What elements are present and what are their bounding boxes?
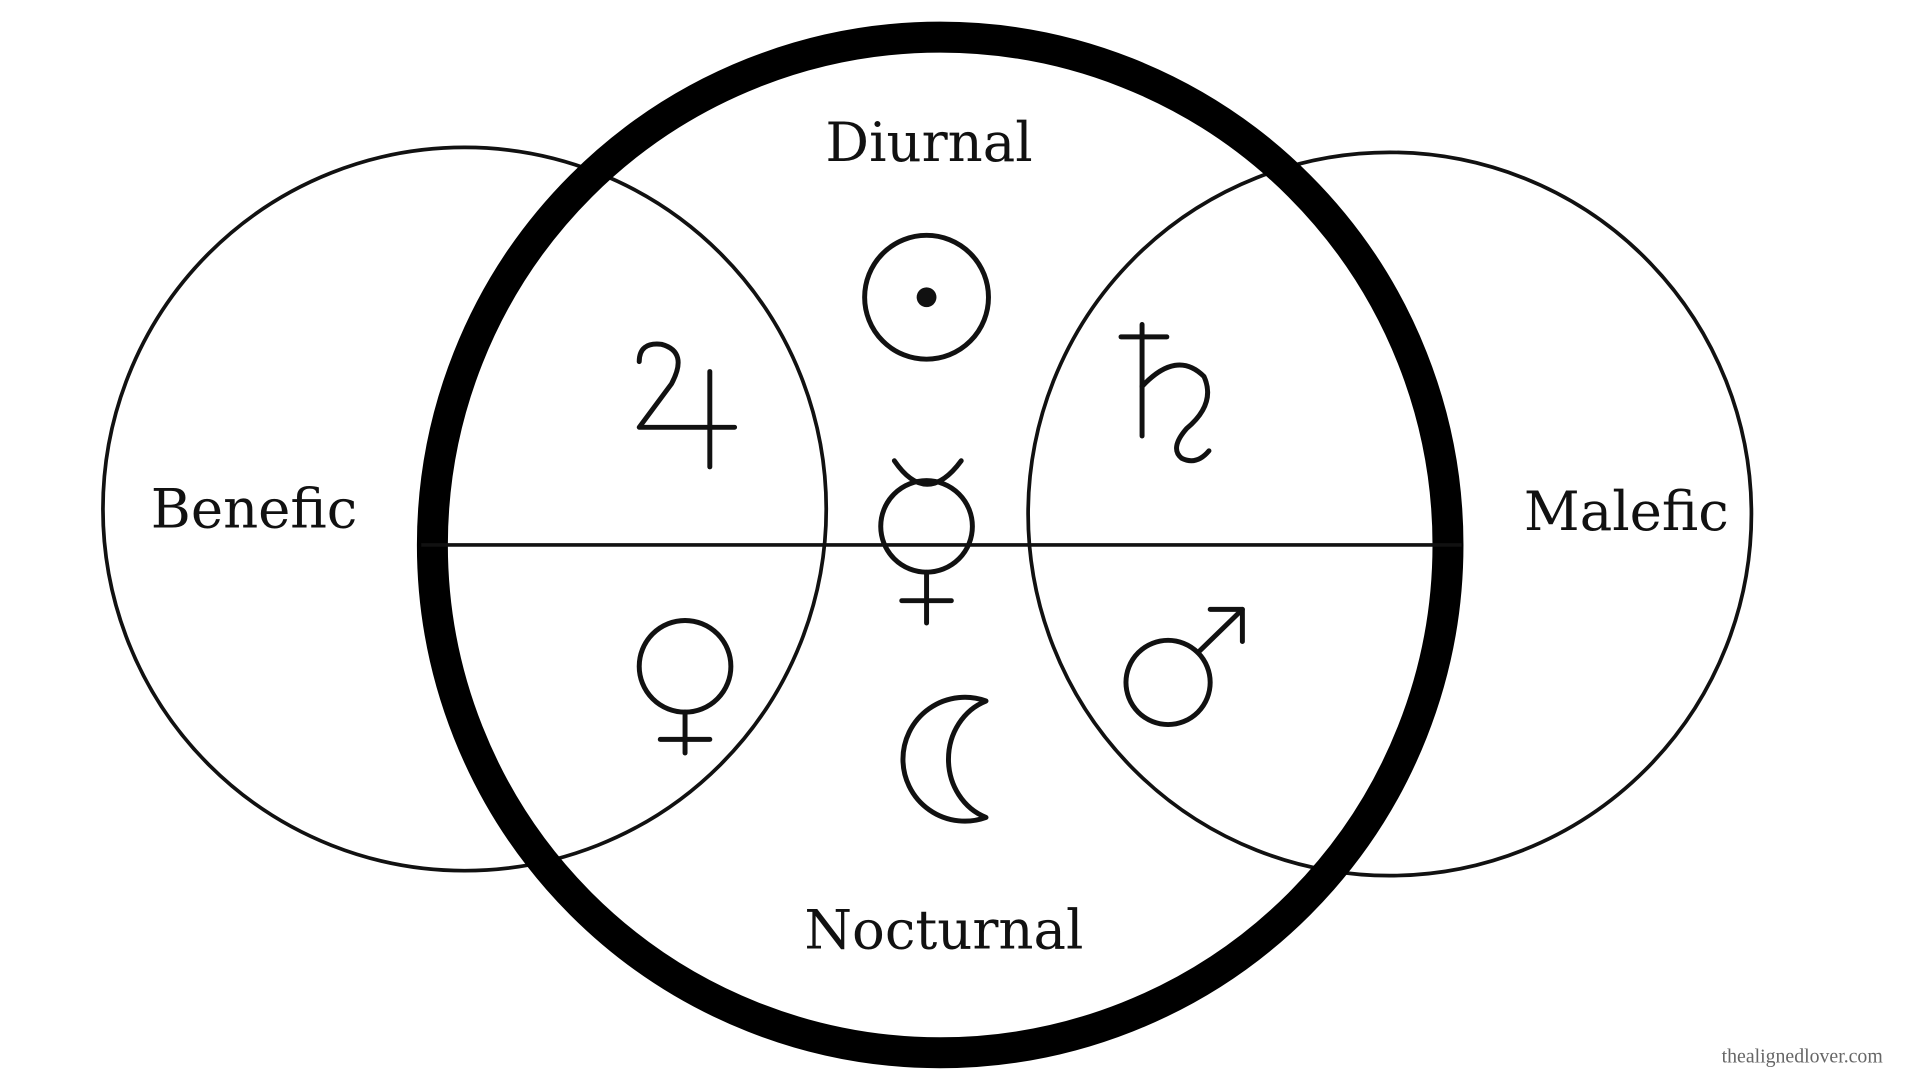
mercury-icon bbox=[878, 458, 975, 626]
venus-icon bbox=[636, 618, 734, 756]
moon-icon bbox=[900, 694, 989, 824]
jupiter-icon bbox=[636, 341, 738, 470]
saturn-icon bbox=[1118, 322, 1212, 464]
benefic-circle bbox=[101, 145, 829, 873]
benefic-label: Benefic bbox=[151, 477, 357, 541]
watermark: thealignedlover.com bbox=[1722, 1046, 1884, 1068]
sun-icon bbox=[862, 232, 991, 362]
malefic-label: Malefic bbox=[1524, 479, 1729, 543]
diurnal-label: Diurnal bbox=[825, 110, 1032, 174]
malefic-circle bbox=[1026, 150, 1754, 878]
mars-icon bbox=[1123, 606, 1245, 728]
nocturnal-label: Nocturnal bbox=[804, 898, 1083, 962]
